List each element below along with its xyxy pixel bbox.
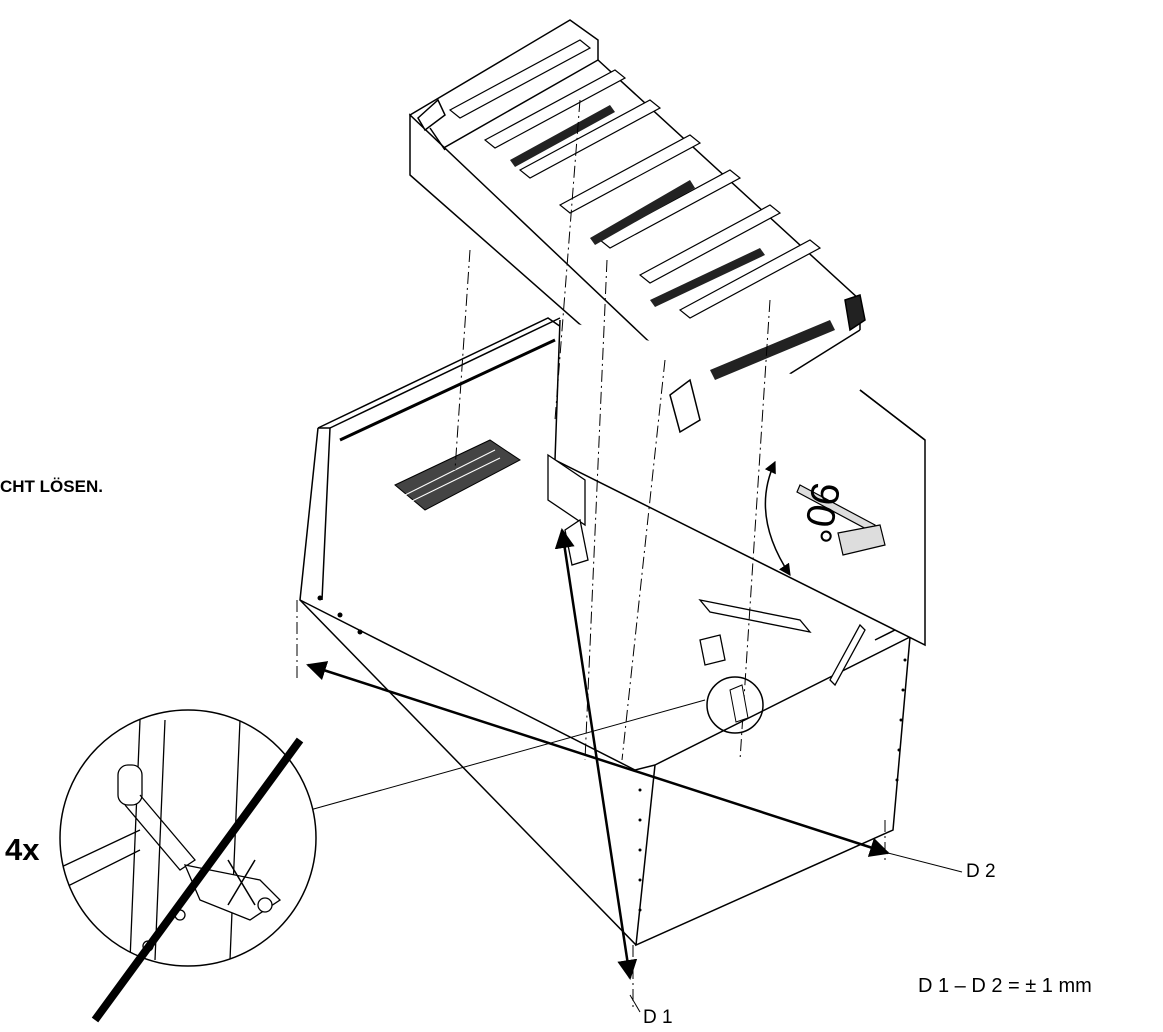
quantity-label: 4x [5,832,40,867]
angle-square [764,460,886,576]
crossed-out-screw-icon [227,859,256,906]
ladder-assembly [408,19,926,647]
screw-holes [317,595,907,912]
dimension-label-d1: D 1 [643,1007,673,1028]
warning-text: CHT LÖSEN. [0,477,103,496]
stacked-steps [394,439,521,511]
detail-marker-circle [706,676,764,734]
leader-lines [309,699,963,1013]
detail-magnifier-circle [59,709,317,1023]
tolerance-formula: D 1 – D 2 = ± 1 mm [918,975,1092,997]
diagonal-arrows [306,528,890,980]
dimension-label-d2: D 2 [966,861,996,882]
